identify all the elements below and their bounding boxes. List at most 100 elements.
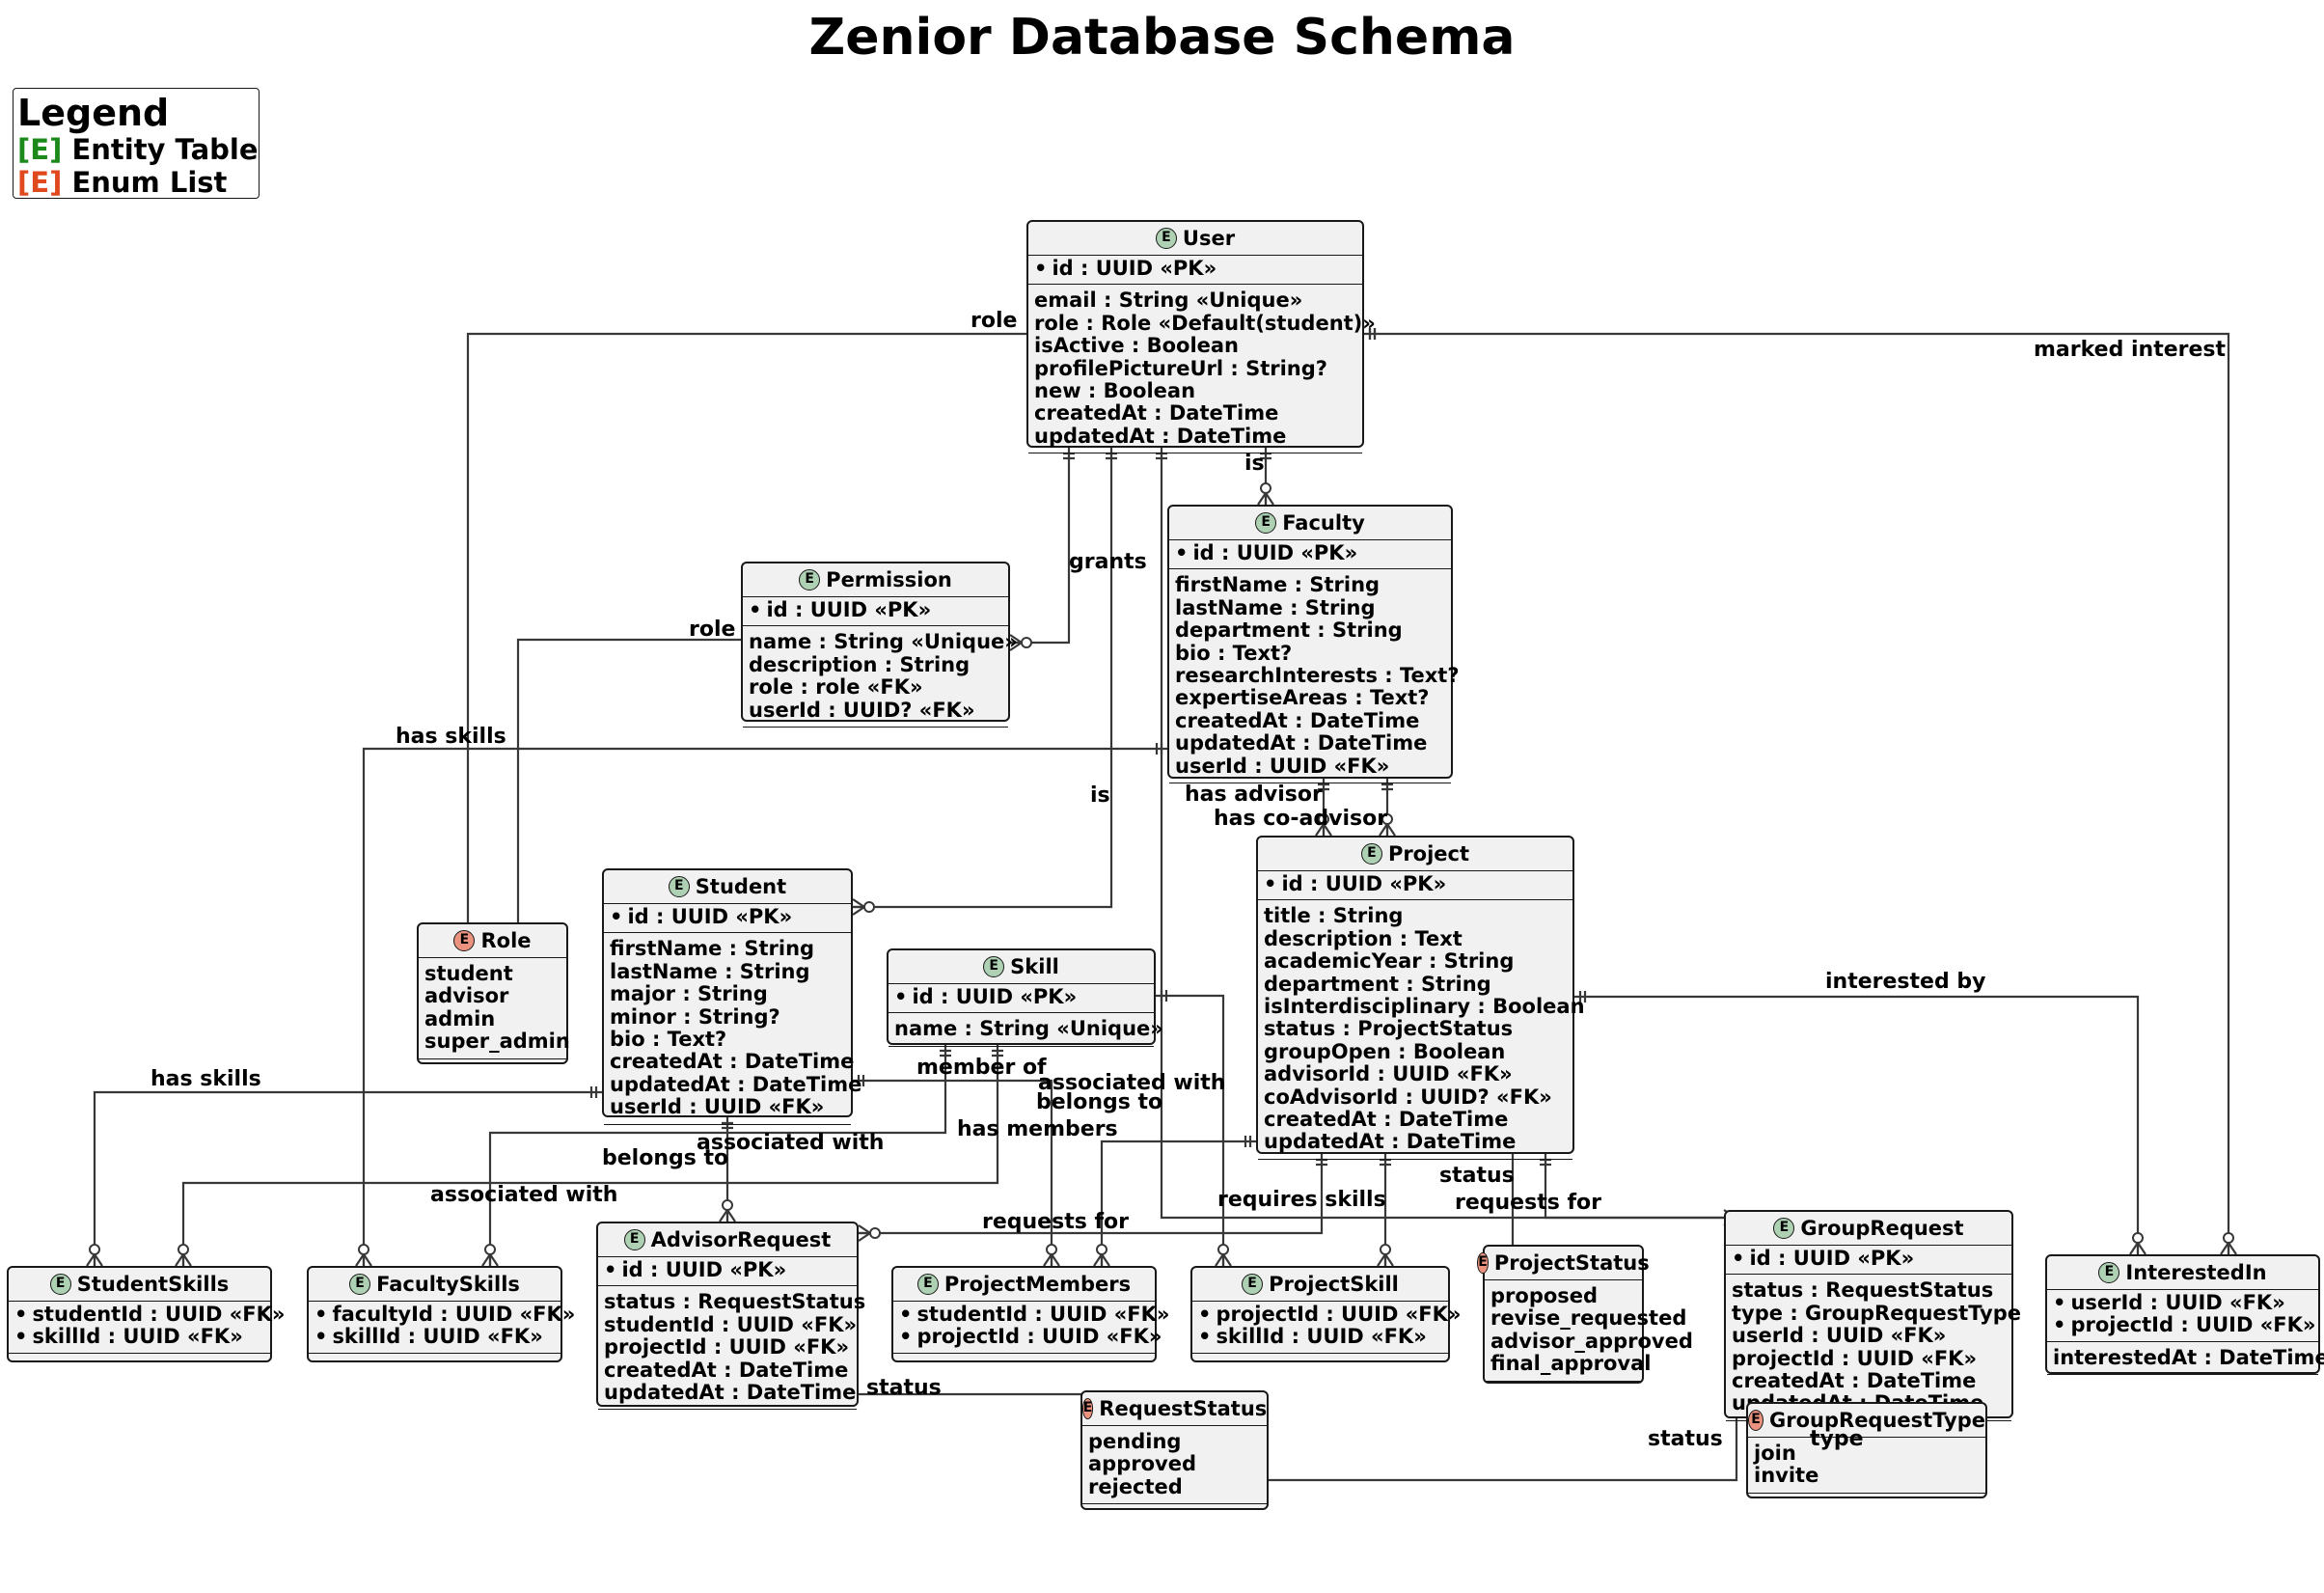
skill-name: Skill [1010,955,1059,978]
legend-item-entity: [E] Entity Table [17,133,259,166]
entity-badge-icon: E [623,1229,645,1250]
student-skills-entity: EStudentSkillsstudentId : UUID «FK»skill… [7,1266,285,1362]
student-advisor-one [722,1121,733,1130]
attribute-field: firstName : String [610,937,815,961]
interested-in-key-fields: userId : UUID «FK»projectId : UUID «FK» [2047,1290,2318,1342]
project-entity: EProjectid : UUID «PK»title : Stringdesc… [1256,836,1585,1160]
faculty-entity: EFacultyid : UUID «PK»firstName : String… [1167,505,1460,783]
group-request-entity: EGroupRequestid : UUID «PK»status : Requ… [1724,1210,2021,1421]
student-entity: EStudentid : UUID «PK»firstName : String… [602,868,861,1125]
permission-name: Permission [826,568,952,591]
entity-badge-icon: E [916,1274,939,1295]
attribute-field: type : GroupRequestType [1732,1301,2021,1325]
requests-for-advisor-label: requests for [982,1210,1130,1234]
has-co-advisor-label: has co-advisor [1214,807,1388,831]
group-request-name: GroupRequest [1800,1217,1964,1240]
project-name: Project [1387,842,1470,865]
enum-badge-icon: E [453,930,476,951]
student-skills-key-fields: studentId : UUID «FK»skillId : UUID «FK» [9,1302,285,1354]
skill-project-skill-line [1156,994,1225,1266]
project-skill-name: ProjectSkill [1269,1273,1399,1296]
student-has-skills-label: has skills [150,1067,261,1091]
interested-by-line [1574,995,2140,1254]
advisor-associated-with-label: associated with [697,1131,885,1155]
student-name: Student [695,875,787,898]
attribute-field: academicYear : String [1264,949,1515,974]
key-field: id : UUID «PK» [610,905,845,928]
skill-student-skills-line [181,1045,999,1266]
enum-value: final_approval [1490,1352,1652,1376]
group-request-key-fields: id : UUID «PK» [1726,1246,2011,1276]
attribute-field: firstName : String [1175,573,1381,597]
faculty-skills-many [355,1244,372,1267]
attribute-field: department : String [1175,618,1403,643]
project-interest-one [1578,991,1587,1002]
user-key-fields: id : UUID «PK» [1028,256,1362,286]
attribute-field: updatedAt : DateTime [1175,731,1428,755]
attribute-field: studentId : UUID «FK» [604,1312,858,1336]
project-members-many-a [1043,1244,1060,1267]
marked-interest-label: marked interest [2034,338,2227,362]
member-of-line [853,1079,1053,1266]
has-members-line [1100,1140,1256,1266]
attribute-field: isActive : Boolean [1034,334,1240,358]
attribute-field: updatedAt : DateTime [1034,424,1287,448]
enum-value: rejected [1088,1474,1183,1498]
role-name: Role [480,929,532,952]
project-coadvisor-many [1379,813,1396,837]
attribute-field: projectId : UUID «FK» [604,1335,850,1360]
advisor-request-many [719,1199,736,1222]
enum-value: advisor_approved [1490,1329,1693,1353]
group-request-type-name: GroupRequestType [1769,1409,1985,1432]
member-of-label: member of [916,1056,1047,1080]
attribute-field: status : RequestStatus [1732,1278,1994,1303]
permission-many [1009,634,1032,651]
project-status-name: ProjectStatus [1493,1251,1650,1275]
attribute-field: role : role «FK» [749,675,923,700]
attribute-field: userId : UUID «FK» [610,1095,825,1119]
enum-value: approved [1088,1452,1196,1476]
entity-badge-icon: E [799,569,821,591]
faculty-skills-key-fields: facultyId : UUID «FK»skillId : UUID «FK» [309,1302,575,1354]
faculty-skills-name: FacultySkills [376,1273,520,1296]
key-field: id : UUID «PK» [604,1258,851,1281]
requests-for-group-label: requests for [1455,1191,1602,1215]
key-field: projectId : UUID «FK» [1198,1303,1461,1326]
attribute-field: profilePictureUrl : String? [1034,356,1327,380]
permission-entity: EPermissionid : UUID «PK»name : String «… [741,562,1018,728]
user-faculty-is-label: is [1244,452,1265,476]
skill-associated-with-project-label: associated with [1038,1071,1226,1095]
attribute-field: role : Role «Default(student)» [1034,311,1376,335]
attribute-field: status : ProjectStatus [1264,1017,1514,1041]
entity-badge-icon: E [1155,228,1177,249]
attribute-field: userId : UUID? «FK» [749,698,975,722]
skill-project-one [1160,990,1168,1002]
attribute-field: isInterdisciplinary : Boolean [1264,994,1585,1018]
user-role-label: role [971,309,1018,333]
key-field: skillId : UUID «FK» [314,1326,555,1348]
key-field: skillId : UUID «FK» [14,1326,264,1348]
attribute-field: name : String «Unique» [894,1017,1163,1041]
attribute-field: coAdvisorId : UUID? «FK» [1264,1085,1552,1109]
entity-badge-icon: E [1773,1218,1795,1239]
project-advisor-req-one [1316,1158,1327,1167]
project-members-entity: EProjectMembersstudentId : UUID «FK»proj… [891,1266,1169,1362]
attribute-field: interestedAt : DateTime [2053,1345,2324,1369]
